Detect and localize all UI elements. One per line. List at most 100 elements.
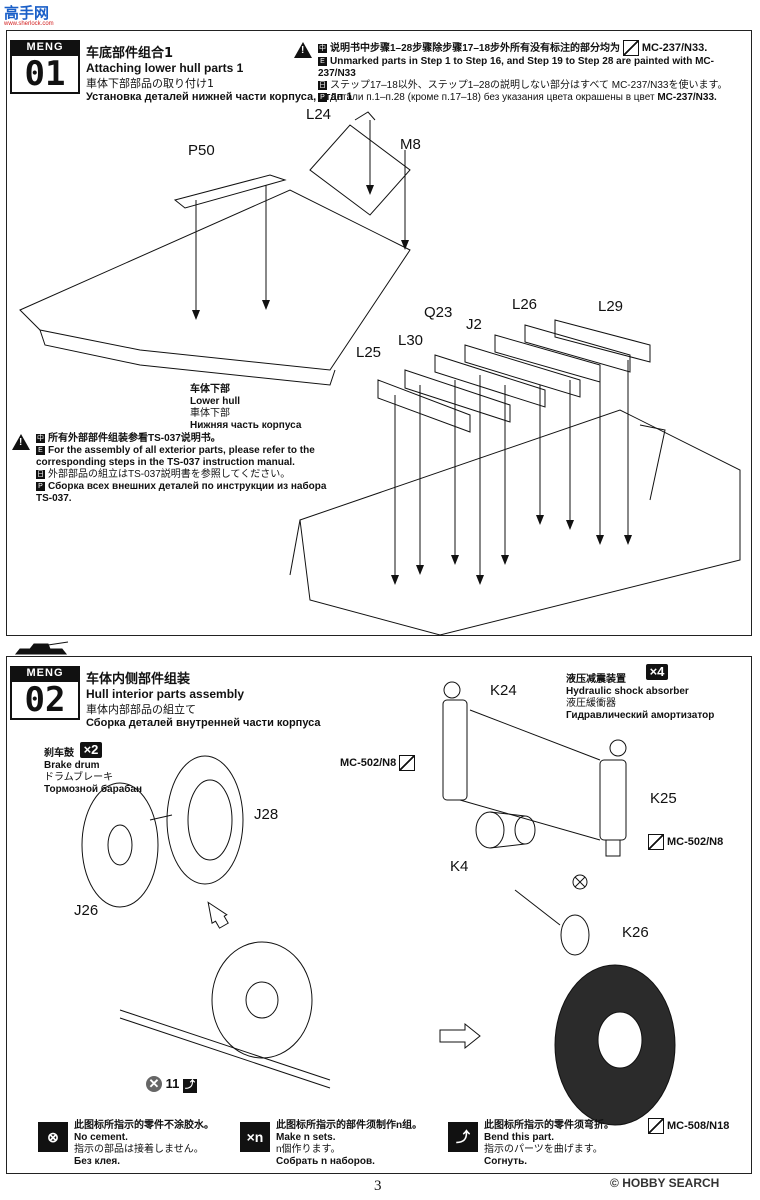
ext-ru: Сборка всех внешних деталей по инструкци… (36, 481, 327, 504)
note-ru-paint: MC-237/N33. (657, 92, 717, 103)
x11-number: 11 (165, 1076, 180, 1091)
tank-silhouette-icon (12, 640, 72, 656)
step2-badge: MENG 02 (10, 666, 80, 720)
copyright-symbol: © (610, 1176, 619, 1190)
bend-small-icon: ⤴ (183, 1079, 197, 1093)
legend-0-zh: 此图标所指示的零件不涂胶水。 (74, 1120, 214, 1131)
paint-mc508-text: MC-508/N18 (667, 1119, 730, 1132)
legend-1-en: Make n sets. (276, 1132, 336, 1143)
paint-mc502-b-text: MC-502/N8 (667, 835, 724, 848)
legend-2-ja: 指示のパーツを曲げます。 (484, 1144, 603, 1155)
ext-zh: 所有外部部件组装参看TS-037说明书。 (48, 433, 221, 444)
label-l25: L25 (356, 344, 382, 361)
legend-0-ja: 指示の部品は接着しません。 (74, 1144, 204, 1155)
shock-zh: 液压减震装置 (566, 674, 626, 685)
note-ja-paint: MC-237/N33 (611, 80, 669, 91)
note-ru: Детали п.1–п.28 (кроме п.17–18) без указ… (330, 92, 655, 103)
step1-title-zh: 车底部件组合1 (86, 46, 174, 61)
note-ja-tail: を使います。 (668, 80, 728, 91)
label-j26: J26 (74, 902, 99, 919)
paint-swatch-icon (648, 1118, 664, 1134)
legend-0-ru: Без клея. (74, 1156, 121, 1167)
hull-ru: Нижняя часть корпуса (190, 420, 302, 431)
legend-make-sets: 此图标所指示的部件须制作n组。Make n sets. n個作ります。Собра… (276, 1120, 422, 1168)
hull-ja: 車体下部 (190, 408, 230, 419)
step1-number: 01 (10, 54, 80, 94)
note-zh: 说明书中步骤1–28步骤除步骤17–18步外所有没有标注的部分均为 (330, 42, 621, 54)
note-en-paint: MC-237/N33 (318, 56, 714, 79)
brake-en: Brake drum (44, 760, 100, 771)
label-k25: K25 (650, 790, 677, 807)
legend-2-ru: Согнуть. (484, 1156, 528, 1167)
paint-mc508: MC-508/N18 (648, 1118, 729, 1134)
shock-en: Hydraulic shock absorber (566, 686, 689, 697)
page-number: 3 (374, 1178, 382, 1194)
paint-mc502-b: MC-502/N8 (648, 834, 723, 850)
shock-ru: Гидравлический амортизатор (566, 710, 715, 721)
label-j2: J2 (466, 316, 482, 333)
no-cement-small-icon: ✕ (146, 1076, 162, 1092)
brake-caption: 刹车鼓 Brake drum ドラムブレーキ Тормозной барабан (44, 748, 142, 796)
legend-no-cement: 此图标所指示的零件不涂胶水。No cement. 指示の部品は接着しません。Бе… (74, 1120, 214, 1168)
step1-title-ja: 車体下部部品の取り付け1 (86, 77, 214, 90)
step2-brand: MENG (10, 666, 80, 680)
legend-2-en: Bend this part. (484, 1132, 555, 1143)
ext-ja: 外部部品の組立はTS-037説明書を参照してください。 (48, 469, 291, 480)
label-l24: L24 (306, 106, 332, 123)
hull-caption: 车体下部 Lower hull 車体下部 Нижняя часть корпус… (190, 384, 301, 432)
shock-k25 (599, 759, 627, 841)
shock-cap-k26 (560, 914, 590, 956)
shock-mount-k4 (475, 811, 505, 849)
shock-ja: 液圧緩衝器 (566, 698, 616, 709)
watermark: 高手网 www.sherlock.com (4, 2, 54, 27)
step1-title-en: Attaching lower hull parts 1 (86, 61, 244, 75)
brake-drum-j26 (81, 782, 159, 908)
paint-swatch-icon (648, 834, 664, 850)
exterior-warning-icon (12, 434, 30, 450)
hull-zh: 车体下部 (190, 384, 230, 395)
ext-en: For the assembly of all exterior parts, … (36, 445, 315, 468)
part-p50-shape (173, 174, 287, 209)
bend-part-icon: ⤴ (448, 1122, 478, 1152)
brake-qty-badge: ×2 (80, 742, 102, 758)
paint-mc502-a-text: MC-502/N8 (340, 756, 397, 769)
brake-ring-j28 (166, 755, 244, 885)
step2-number: 02 (10, 680, 80, 720)
note-en: Unmarked parts in Step 1 to Step 16, and… (330, 56, 693, 67)
label-m8: M8 (400, 136, 421, 153)
shock-k24 (442, 699, 468, 801)
step1-badge: MENG 01 (10, 40, 80, 94)
paint-warning-icon (294, 42, 312, 58)
hobbysearch-logo: © HOBBY SEARCH (610, 1176, 719, 1190)
label-q23: Q23 (424, 304, 453, 321)
x11-marker: ✕ 11 ⤴ (146, 1076, 197, 1093)
label-l30: L30 (398, 332, 424, 349)
watermark-text: 高手网 (4, 4, 50, 22)
legend-0-en: No cement. (74, 1132, 128, 1143)
label-k24: K24 (490, 682, 517, 699)
label-l26: L26 (512, 296, 538, 313)
shock-caption: 液压减震装置 Hydraulic shock absorber 液圧緩衝器 Ги… (566, 674, 714, 722)
step2-title-ja: 車体内部部品の組立て (86, 703, 196, 716)
paint-mc502-a: MC-502/N8 (340, 755, 418, 771)
legend-1-zh: 此图标所指示的部件须制作n组。 (276, 1120, 423, 1131)
label-p50: P50 (188, 142, 215, 159)
legend-1-ru: Собрать n наборов. (276, 1156, 375, 1167)
label-k26: K26 (622, 924, 649, 941)
make-n-sets-icon: ×n (240, 1122, 270, 1152)
part-m8-shape (309, 124, 411, 216)
shock-qty-badge: ×4 (646, 664, 668, 680)
note-zh-paint: MC-237/N33. (641, 41, 708, 54)
label-l29: L29 (598, 298, 624, 315)
brake-ja: ドラムブレーキ (44, 772, 114, 783)
step2-title-ru: Сборка деталей внутренней части корпуса (86, 717, 321, 729)
note-ja: ステップ17–18以外、ステップ1–28の説明しない部分はすべて (330, 80, 609, 91)
legend-bend: 此图标所指示的零件须弯折。Bend this part. 指示のパーツを曲げます… (484, 1120, 614, 1168)
step1-titles: 车底部件组合1 Attaching lower hull parts 1 車体下… (86, 42, 353, 103)
logo-text: HOBBY SEARCH (622, 1176, 720, 1190)
legend-2-zh: 此图标所指示的零件须弯折。 (484, 1120, 614, 1131)
brake-ru: Тормозной барабан (44, 784, 143, 795)
hull-en: Lower hull (190, 396, 240, 407)
step1-title-ru: Установка деталей нижней части корпуса, … (86, 91, 353, 103)
